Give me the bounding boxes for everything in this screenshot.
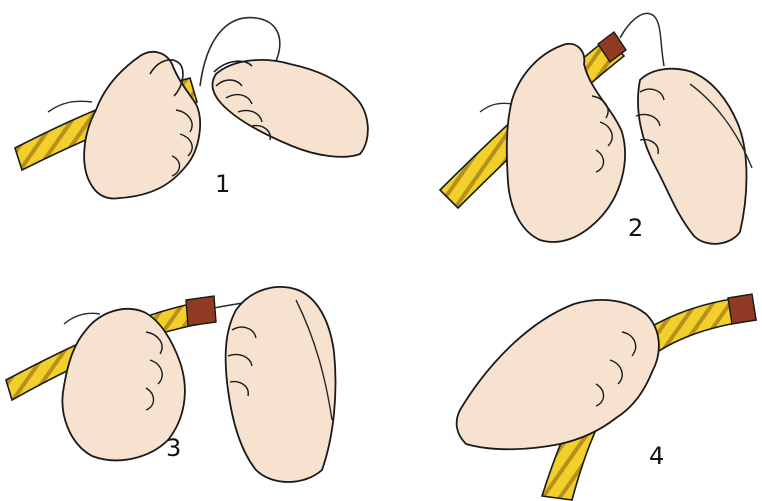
- whipping: [728, 294, 756, 324]
- right-hand: [226, 287, 336, 482]
- twine-end: [480, 103, 512, 112]
- step-4-illustration: [457, 294, 756, 500]
- step-label-4: 4: [649, 444, 664, 468]
- hand: [457, 300, 659, 449]
- step-label-1: 1: [215, 172, 230, 196]
- step-2-illustration: [440, 13, 752, 243]
- whipping: [186, 296, 216, 326]
- twine-end: [48, 101, 92, 112]
- step-label-3: 3: [166, 436, 181, 460]
- twine: [620, 13, 664, 66]
- right-hand: [638, 69, 747, 244]
- step-label-2: 2: [628, 216, 643, 240]
- right-hand: [212, 60, 367, 157]
- step-1-illustration: [15, 18, 368, 199]
- left-hand: [507, 44, 625, 242]
